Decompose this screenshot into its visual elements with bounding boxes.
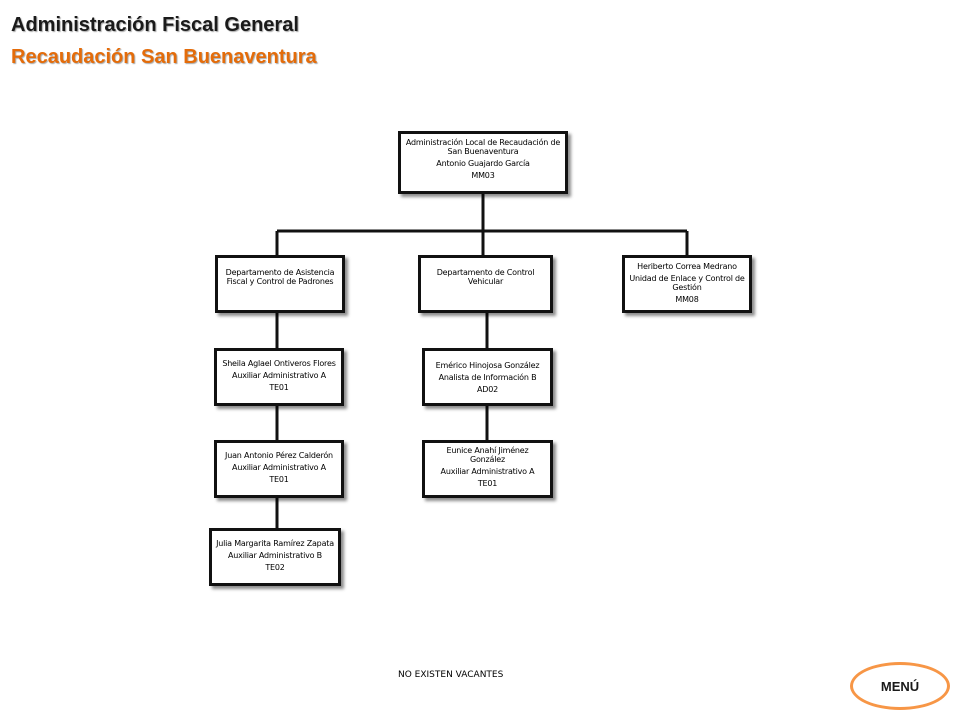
- page-subtitle: Recaudación San Buenaventura: [11, 46, 317, 68]
- org-box-role: Analista de Información B: [438, 373, 537, 382]
- org-box-person: Sheila Aglael Ontiveros Flores: [222, 359, 336, 368]
- org-box-code: TE01: [269, 475, 289, 484]
- org-box-person: Eunice Anahí Jiménez González: [446, 446, 529, 464]
- org-box-person: Antonio Guajardo García: [436, 159, 530, 168]
- org-box-name: Departamento de Asistencia Fiscal y Cont…: [225, 268, 335, 286]
- org-box-name: Departamento de Control Vehicular: [436, 268, 535, 286]
- org-box-person: Julia Margarita Ramírez Zapata: [216, 539, 334, 548]
- org-box-staff-asistencia-2: Juan Antonio Pérez Calderón Auxiliar Adm…: [214, 440, 344, 498]
- org-box-role: Auxiliar Administrativo A: [232, 371, 326, 380]
- menu-button[interactable]: MENÚ: [850, 662, 950, 710]
- org-box-staff-asistencia-3: Julia Margarita Ramírez Zapata Auxiliar …: [209, 528, 341, 586]
- org-box-code: AD02: [476, 385, 498, 394]
- org-box-role: Auxiliar Administrativo A: [440, 467, 535, 476]
- org-box-name: Administración Local de Recaudación de S…: [405, 138, 561, 156]
- page-title: Administración Fiscal General: [11, 14, 299, 36]
- org-box-staff-vehicular-2: Eunice Anahí Jiménez González Auxiliar A…: [422, 440, 553, 498]
- org-box-enlace: Heriberto Correa Medrano Unidad de Enlac…: [622, 255, 752, 313]
- org-box-person: Heriberto Correa Medrano: [637, 262, 737, 271]
- org-box-root: Administración Local de Recaudación de S…: [398, 131, 568, 194]
- org-box-code: TE01: [269, 383, 289, 392]
- org-box-code: MM08: [675, 295, 699, 304]
- org-box-code: TE02: [265, 563, 285, 572]
- vacancies-note: NO EXISTEN VACANTES: [398, 670, 504, 680]
- org-box-code: TE01: [477, 479, 498, 488]
- org-box-dept-vehicular: Departamento de Control Vehicular: [418, 255, 553, 313]
- org-box-dept-asistencia: Departamento de Asistencia Fiscal y Cont…: [215, 255, 345, 313]
- org-box-role: Unidad de Enlace y Control de Gestión: [629, 274, 745, 292]
- org-box-staff-vehicular-1: Emérico Hinojosa González Analista de In…: [422, 348, 553, 406]
- org-box-role: Auxiliar Administrativo A: [232, 463, 326, 472]
- org-box-code: MM03: [471, 171, 495, 180]
- org-box-staff-asistencia-1: Sheila Aglael Ontiveros Flores Auxiliar …: [214, 348, 344, 406]
- org-box-person: Juan Antonio Pérez Calderón: [225, 451, 333, 460]
- org-box-person: Emérico Hinojosa González: [435, 361, 540, 370]
- org-box-role: Auxiliar Administrativo B: [228, 551, 322, 560]
